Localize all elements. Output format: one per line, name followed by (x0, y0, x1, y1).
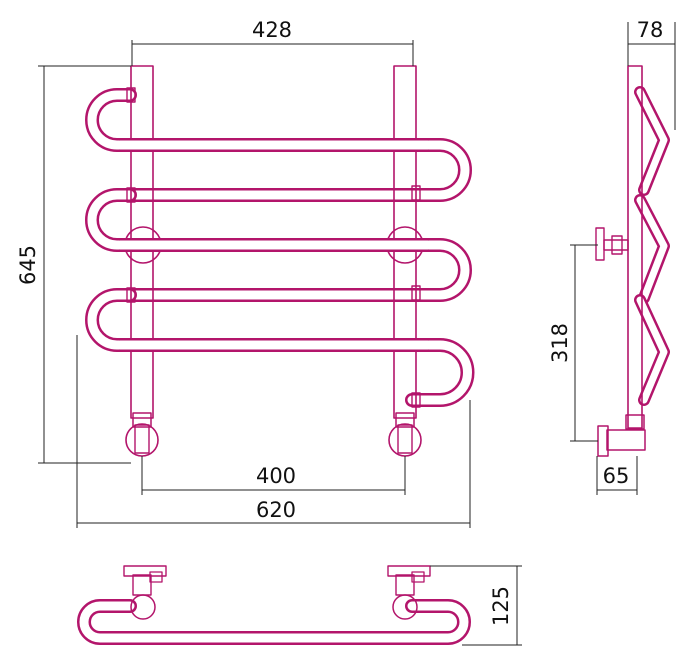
side-view: 78 318 65 (548, 18, 676, 495)
dim-height: 645 (16, 245, 40, 285)
dim-wall-offset: 65 (603, 464, 630, 488)
top-connection-left (123, 565, 167, 620)
top-loop (77, 599, 471, 645)
top-dimensions (430, 565, 522, 646)
dim-overall-width: 620 (256, 498, 296, 522)
side-dimensions (570, 22, 676, 495)
side-mid-holder (595, 227, 629, 261)
dim-connection-height: 318 (548, 323, 572, 363)
dim-top-depth: 125 (489, 586, 513, 626)
connection-right (388, 412, 422, 457)
dim-connection-spacing: 400 (256, 464, 296, 488)
front-dimensions (38, 40, 471, 528)
dim-width-top: 428 (252, 18, 292, 42)
front-view: 428 645 400 620 (16, 18, 475, 528)
side-connection (597, 414, 646, 457)
top-view: 125 (77, 565, 522, 646)
side-upright (627, 65, 643, 429)
side-loops (634, 86, 670, 406)
connection-left (125, 412, 159, 457)
dim-depth: 78 (637, 18, 664, 42)
top-connection-right (387, 565, 431, 620)
